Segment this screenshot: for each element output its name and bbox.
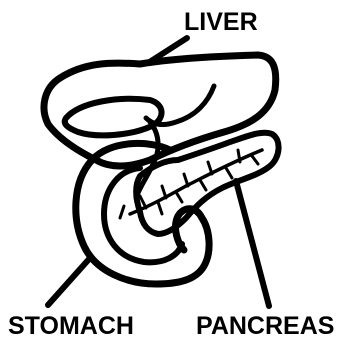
liver-label: LIVER <box>184 8 258 36</box>
stomach-label: STOMACH <box>8 312 134 340</box>
pancreas-label: PANCREAS <box>196 312 334 340</box>
stomach-leader-line <box>48 258 90 305</box>
pancreas-leader-line <box>236 181 269 306</box>
